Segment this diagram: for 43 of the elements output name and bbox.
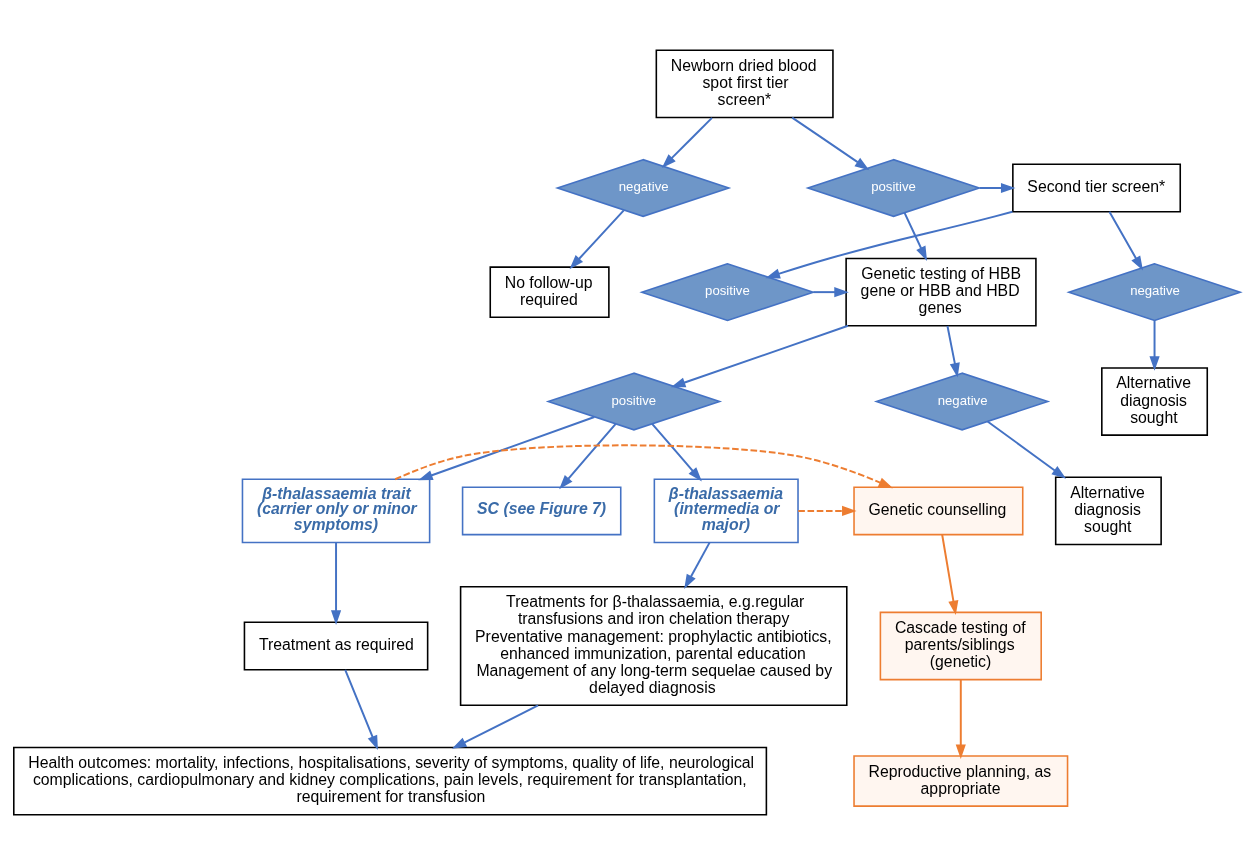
- arrow: [941, 533, 959, 616]
- arrow: [418, 416, 596, 481]
- node-box: No follow-up required: [489, 266, 610, 318]
- node-diamond: negative: [873, 372, 1051, 431]
- node-box: Genetic testing of HBB gene or HBB and HBD genes: [845, 257, 1037, 327]
- arrow: [394, 444, 894, 489]
- arrow: [344, 668, 378, 751]
- arrow: [946, 325, 960, 378]
- arrow: [451, 704, 540, 749]
- arrow: [765, 210, 1014, 279]
- node-box: β-thalassaemia trait (carrier only or minor symptoms): [241, 478, 431, 544]
- node-diamond: positive: [545, 372, 723, 431]
- node-box: Treatments for β-thalassaemia, e.g.regular transfusions and iron chelation therapy Preventative management: prophylactic antibiotics, enhanced immunization, parental education Management of any long-term sequelae caused by delayed diagnosis: [459, 585, 848, 707]
- node-diamond: negative: [554, 158, 732, 218]
- arrow: [661, 116, 713, 168]
- arrow: [651, 422, 702, 482]
- arrow: [684, 541, 711, 589]
- arrow: [986, 420, 1067, 479]
- node-box: Alternative diagnosis sought: [1054, 476, 1162, 546]
- arrow: [903, 211, 928, 261]
- arrow: [978, 182, 1016, 194]
- node-box: β-thalassaemia (intermedia or major): [653, 478, 799, 544]
- node-diamond: negative: [1066, 262, 1243, 322]
- arrow: [330, 541, 342, 625]
- node-box: Genetic counselling: [853, 486, 1024, 536]
- node-box: Second tier screen*: [1012, 163, 1182, 213]
- node-diamond: positive: [639, 262, 816, 322]
- node-box: Alternative diagnosis sought: [1101, 367, 1209, 436]
- arrow: [797, 505, 857, 516]
- node-box: Health outcomes: mortality, infections, hospitalisations, severity of symptoms, quality of life, neurological complications, cardiopulmonary and kidney complications, pain levels, requirement for transplantation, requirement for transfusion: [13, 746, 768, 816]
- arrow: [1108, 210, 1143, 271]
- node-box: Newborn dried blood spot first tier screen*: [655, 49, 834, 119]
- arrow: [569, 209, 625, 270]
- arrow: [1149, 319, 1160, 371]
- arrow: [955, 678, 966, 760]
- arrow: [812, 287, 849, 298]
- arrow: [559, 422, 617, 490]
- node-box: SC (see Figure 7): [461, 486, 622, 536]
- arrow: [791, 116, 870, 171]
- arrow: [670, 324, 850, 388]
- node-box: Treatment as required: [243, 621, 429, 671]
- node-box: Reproductive planning, as appropriate: [853, 755, 1069, 807]
- node-box: Cascade testing of parents/siblings (genetic): [879, 611, 1042, 681]
